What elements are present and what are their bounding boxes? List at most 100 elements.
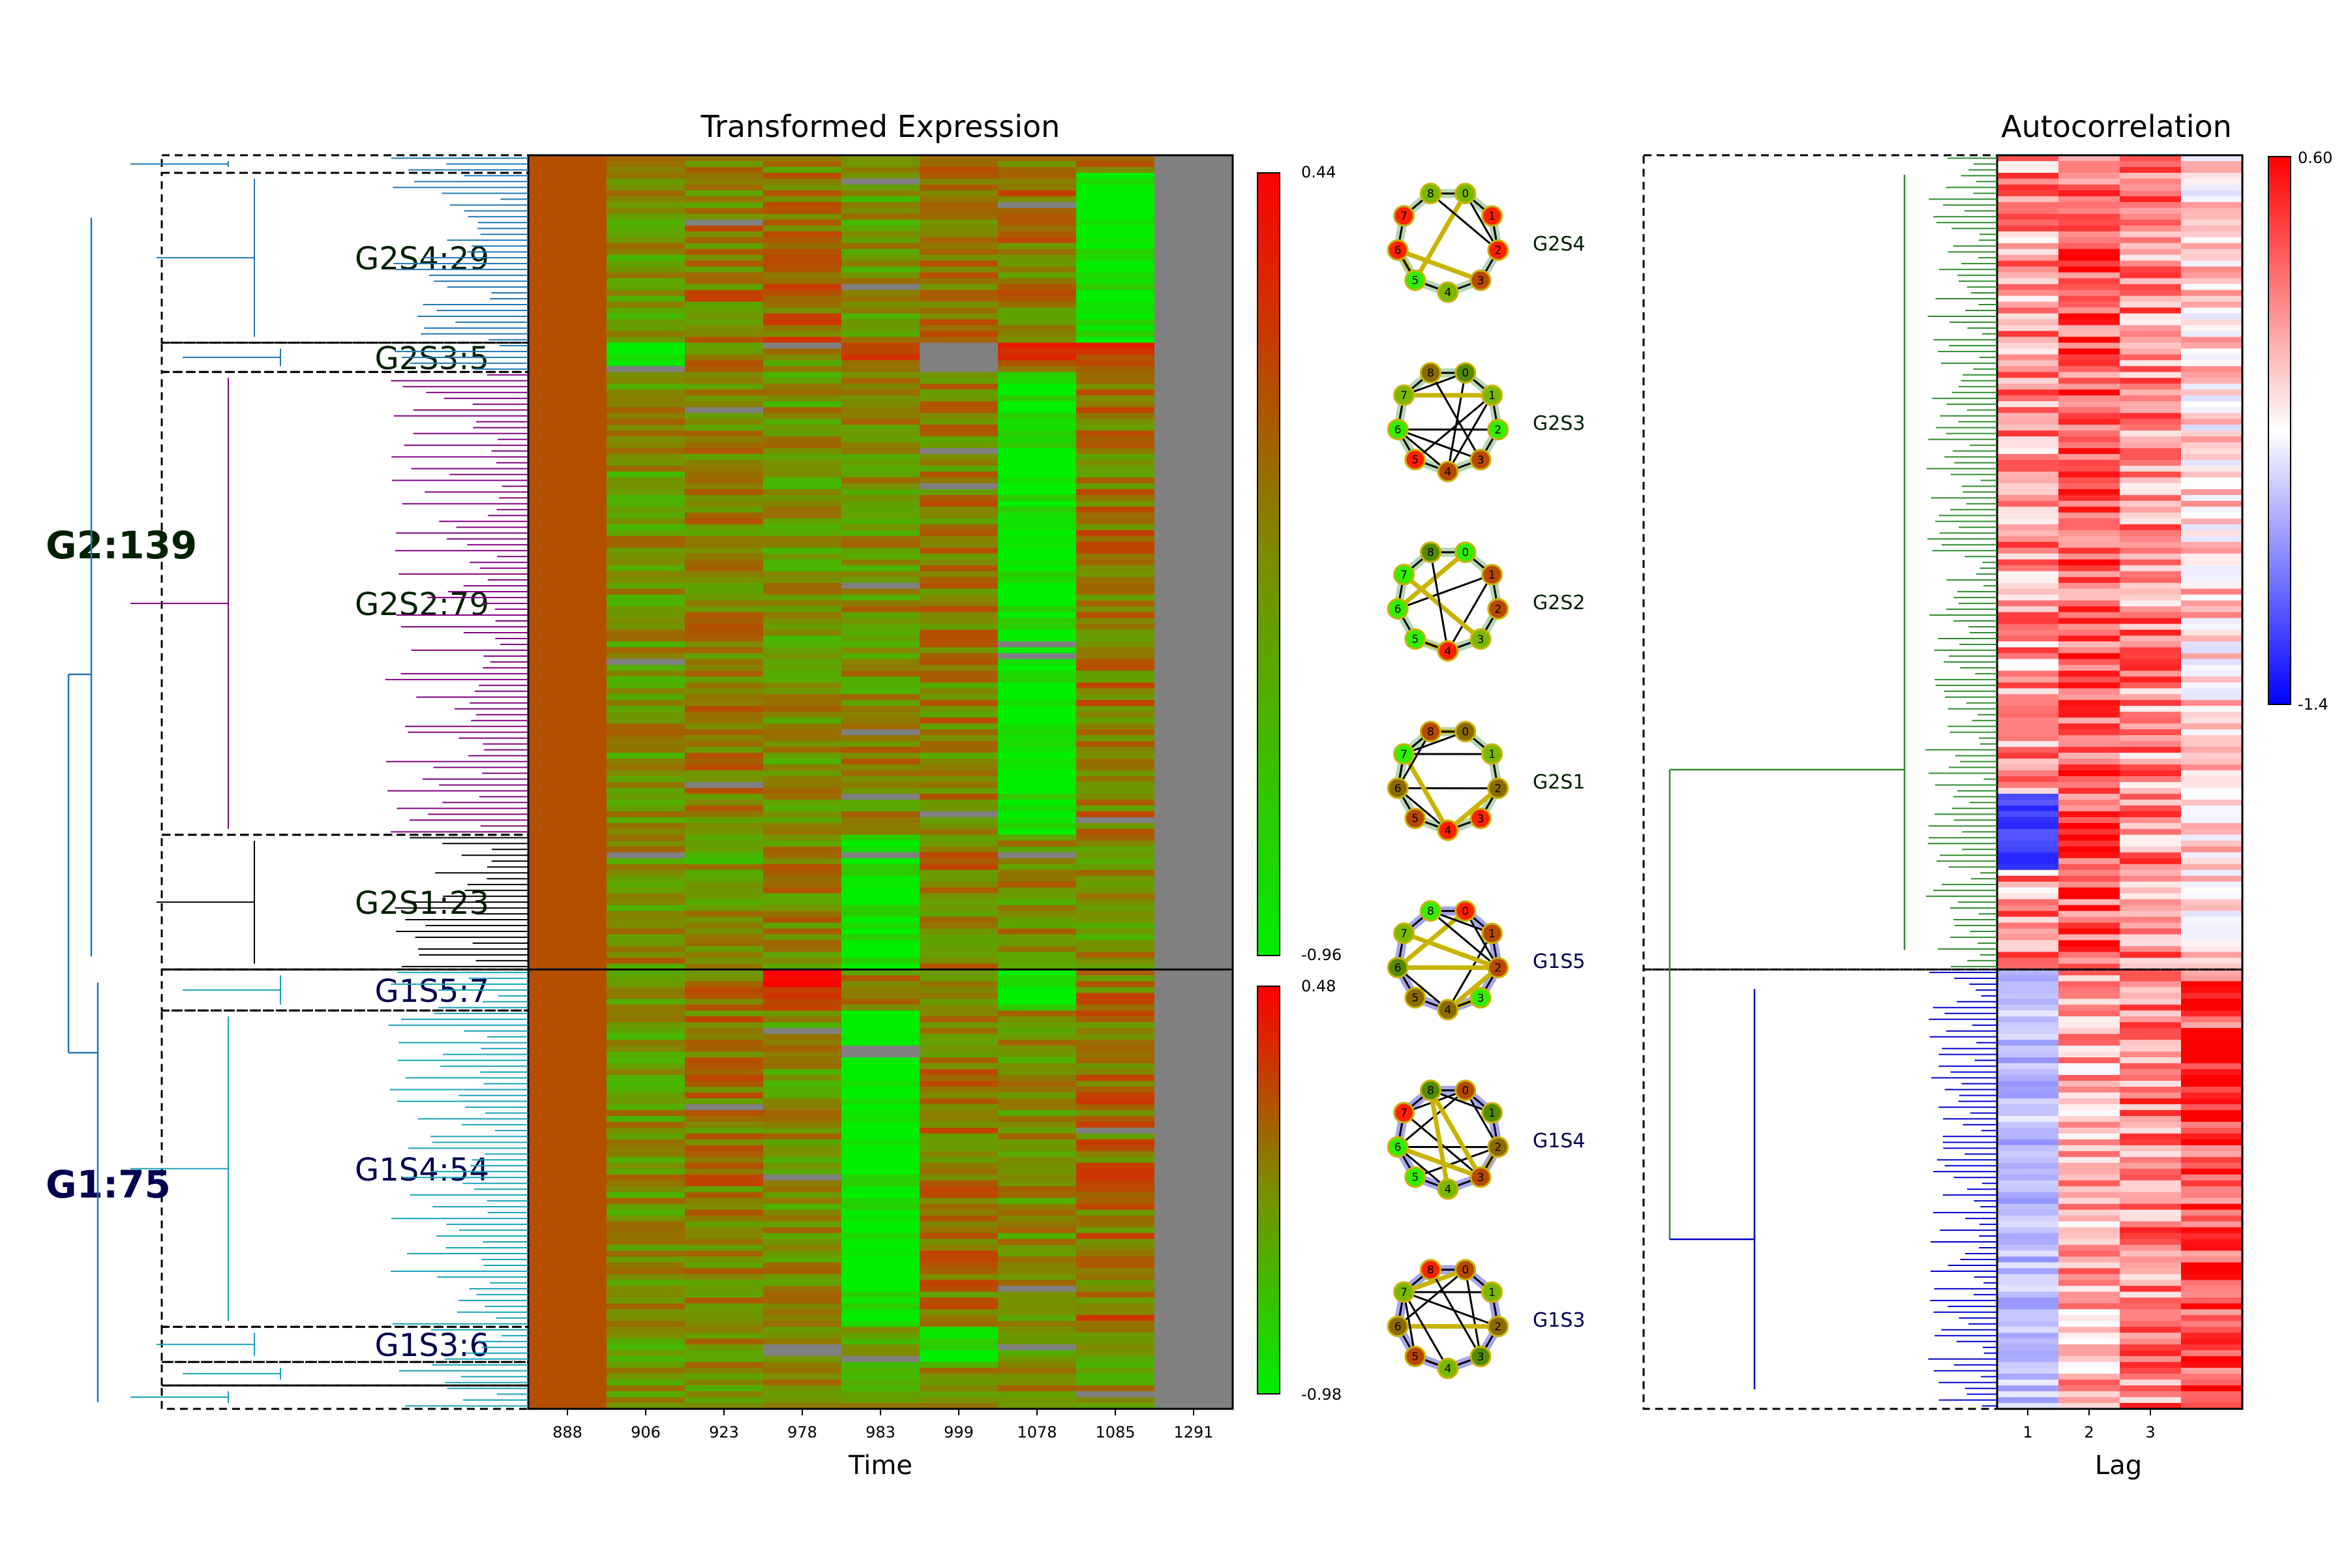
expression-cell: [685, 325, 764, 331]
autocorrelation-cell: [1997, 489, 2059, 496]
expression-cell: [1154, 1087, 1233, 1093]
autocorrelation-cell: [2058, 513, 2120, 519]
expression-cell: [685, 519, 764, 525]
autocorrelation-cell: [2058, 624, 2120, 631]
expression-cell: [920, 946, 999, 952]
expression-cell: [685, 870, 764, 877]
expression-cell: [763, 882, 842, 888]
expression-cell: [920, 1040, 999, 1046]
autocorrelation-cell: [1997, 905, 2059, 912]
expression-cell: [1154, 688, 1233, 695]
expression-cell: [607, 372, 685, 378]
autocorrelation-cell: [2120, 1087, 2182, 1093]
expression-cell: [1154, 759, 1233, 765]
autocorrelation-cell: [2120, 1181, 2182, 1187]
autocorrelation-cell: [1997, 1356, 2059, 1363]
network-node-label: 3: [1477, 633, 1484, 646]
expression-cell: [763, 635, 842, 642]
expression-cell: [841, 1303, 920, 1310]
expression-cell: [841, 442, 920, 449]
expression-cell: [528, 1028, 607, 1034]
expression-cell: [607, 1327, 685, 1333]
network-label: G2S2: [1533, 592, 1585, 614]
autocorrelation-cell: [2181, 530, 2243, 537]
autocorrelation-cell: [2120, 987, 2182, 993]
expression-cell: [998, 806, 1077, 812]
expression-cell: [607, 629, 685, 636]
expression-cell: [998, 1362, 1077, 1368]
expression-cell: [685, 975, 764, 982]
expression-cell: [920, 999, 999, 1005]
expression-cell: [841, 700, 920, 706]
expression-cell: [841, 618, 920, 625]
expression-cell: [1154, 214, 1233, 220]
expression-cell: [685, 583, 764, 590]
expression-cell: [920, 372, 999, 378]
network-node-label: 5: [1411, 454, 1419, 467]
expression-cell: [841, 941, 920, 947]
expression-cell: [528, 706, 607, 712]
autocorrelation-cell: [1997, 712, 2059, 718]
expression-cell: [528, 806, 607, 812]
autocorrelation-cell: [2120, 935, 2182, 941]
expression-cell: [1076, 1098, 1155, 1105]
expression-cell: [920, 1327, 999, 1333]
expression-cell: [998, 571, 1077, 578]
autocorrelation-cell: [2058, 1239, 2120, 1246]
expression-cell: [685, 1122, 764, 1128]
expression-cell: [607, 811, 685, 818]
expression-cell: [685, 1303, 764, 1310]
autocorrelation-cell: [2181, 870, 2243, 877]
autocorrelation-cell: [2058, 888, 2120, 894]
expression-cell: [607, 290, 685, 297]
expression-cell: [528, 717, 607, 724]
autocorrelation-cell: [2120, 348, 2182, 355]
autocorrelation-cell: [1997, 290, 2059, 297]
expression-cell: [607, 641, 685, 648]
autocorrelation-cell: [2058, 1157, 2120, 1164]
expression-cell: [1076, 583, 1155, 590]
expression-cell: [763, 981, 842, 988]
expression-cell: [1076, 911, 1155, 918]
expression-cell: [1076, 548, 1155, 554]
expression-cell: [841, 635, 920, 642]
expression-cell: [1076, 1385, 1155, 1392]
expression-cell: [841, 237, 920, 244]
expression-cell: [607, 1116, 685, 1123]
expression-cell: [998, 1280, 1077, 1286]
expression-cell: [1154, 1122, 1233, 1128]
expression-cell: [998, 466, 1077, 472]
expression-cell: [763, 395, 842, 402]
expression-cell: [528, 1350, 607, 1357]
expression-cell: [685, 682, 764, 689]
autocorrelation-cell: [2058, 601, 2120, 607]
autocorrelation-cell: [1997, 1175, 2059, 1181]
network-node-label: 8: [1427, 188, 1434, 201]
expression-cell: [607, 1128, 685, 1134]
autocorrelation-cell: [2058, 267, 2120, 273]
expression-cell: [763, 1046, 842, 1052]
expression-cell: [841, 923, 920, 929]
expression-cell: [685, 624, 764, 631]
autocorrelation-cell: [2181, 1010, 2243, 1017]
expression-cell: [528, 1397, 607, 1404]
autocorrelation-cell: [2058, 501, 2120, 507]
autocorrelation-cell: [1997, 190, 2059, 197]
network-node-label: 7: [1400, 748, 1407, 761]
expression-cell: [528, 1110, 607, 1117]
autocorrelation-cell: [1997, 589, 2059, 596]
expression-cell: [528, 624, 607, 631]
expression-cell: [1076, 882, 1155, 888]
expression-cell: [607, 1333, 685, 1339]
autocorrelation-cell: [2120, 682, 2182, 689]
expression-cell: [1076, 360, 1155, 367]
expression-cell: [528, 190, 607, 197]
expression-cell: [920, 823, 999, 830]
expression-cell: [998, 1051, 1077, 1058]
expression-cell: [1154, 1216, 1233, 1222]
autocorrelation-cell: [2120, 1034, 2182, 1040]
expression-cell: [528, 788, 607, 794]
expression-cell: [607, 1233, 685, 1240]
autocorrelation-cell: [2181, 1210, 2243, 1216]
expression-cell: [920, 161, 999, 168]
